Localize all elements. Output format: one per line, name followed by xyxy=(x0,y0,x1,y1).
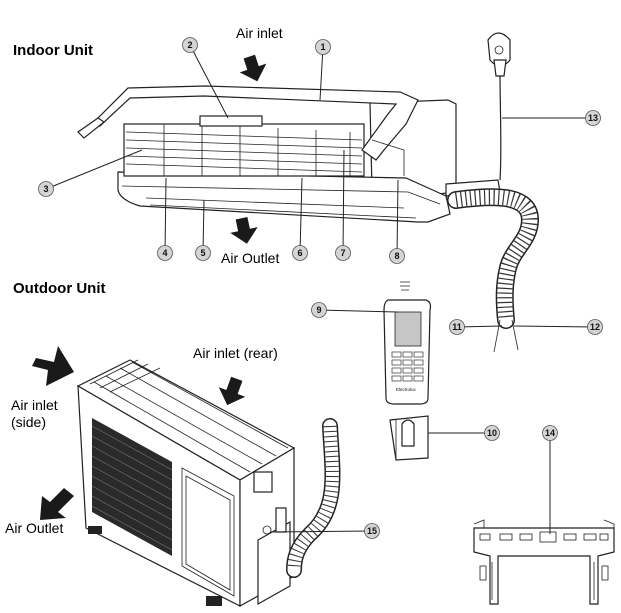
callout-6: 6 xyxy=(292,245,308,261)
svg-text:12: 12 xyxy=(590,322,600,332)
callout-13: 13 xyxy=(585,110,601,126)
indoor-air-inlet-arrow-icon xyxy=(239,54,267,82)
callout-11: 11 xyxy=(449,319,465,335)
remote-holder xyxy=(389,415,429,461)
callout-7: 7 xyxy=(335,245,351,261)
leader-lines xyxy=(45,44,596,534)
svg-text:13: 13 xyxy=(588,113,598,123)
svg-text:11: 11 xyxy=(452,322,462,332)
outdoor-air-outlet-label: Air Outlet xyxy=(5,520,63,536)
power-plug xyxy=(487,32,511,181)
callout-15: 15 xyxy=(364,523,380,539)
svg-text:5: 5 xyxy=(200,248,205,258)
remote-control: Electrolux xyxy=(383,281,432,405)
callout-10: 10 xyxy=(484,425,500,441)
svg-text:9: 9 xyxy=(316,305,321,315)
outdoor-rear-inlet-label: Air inlet (rear) xyxy=(193,345,278,361)
callout-1: 1 xyxy=(315,39,331,55)
indoor-unit-heading: Indoor Unit xyxy=(13,42,93,59)
indoor-air-inlet-label: Air inlet xyxy=(236,25,283,41)
outdoor-side-inlet-label-1: Air inlet xyxy=(11,397,58,413)
drain-hose xyxy=(447,188,540,353)
svg-text:10: 10 xyxy=(487,428,497,438)
outdoor-unit-illustration xyxy=(76,359,296,608)
callout-9: 9 xyxy=(311,302,327,318)
indoor-air-outlet-label: Air Outlet xyxy=(221,250,279,266)
svg-text:15: 15 xyxy=(367,526,377,536)
indoor-unit-illustration xyxy=(77,85,501,223)
svg-text:4: 4 xyxy=(162,248,167,258)
callout-3: 3 xyxy=(38,181,54,197)
svg-text:8: 8 xyxy=(394,251,399,261)
outdoor-side-inlet-arrow-icon xyxy=(32,346,74,386)
callout-5: 5 xyxy=(195,245,211,261)
callout-14: 14 xyxy=(542,425,558,441)
mounting-plate xyxy=(473,519,615,605)
callout-8: 8 xyxy=(389,248,405,264)
svg-text:7: 7 xyxy=(340,248,345,258)
outdoor-unit-heading: Outdoor Unit xyxy=(13,280,105,297)
outdoor-side-inlet-label-2: (side) xyxy=(11,414,46,430)
callout-2: 2 xyxy=(182,37,198,53)
svg-text:3: 3 xyxy=(43,184,48,194)
outdoor-rear-inlet-arrow-icon xyxy=(218,376,246,406)
svg-text:2: 2 xyxy=(187,40,192,50)
svg-text:14: 14 xyxy=(545,428,555,438)
svg-text:1: 1 xyxy=(320,42,325,52)
svg-text:6: 6 xyxy=(297,248,302,258)
callout-4: 4 xyxy=(157,245,173,261)
outdoor-air-outlet-arrow-icon xyxy=(40,488,74,520)
callout-12: 12 xyxy=(587,319,603,335)
outdoor-pipe xyxy=(286,418,341,578)
indoor-air-outlet-arrow-icon xyxy=(230,217,258,244)
remote-brand-logo: Electrolux xyxy=(396,387,417,392)
